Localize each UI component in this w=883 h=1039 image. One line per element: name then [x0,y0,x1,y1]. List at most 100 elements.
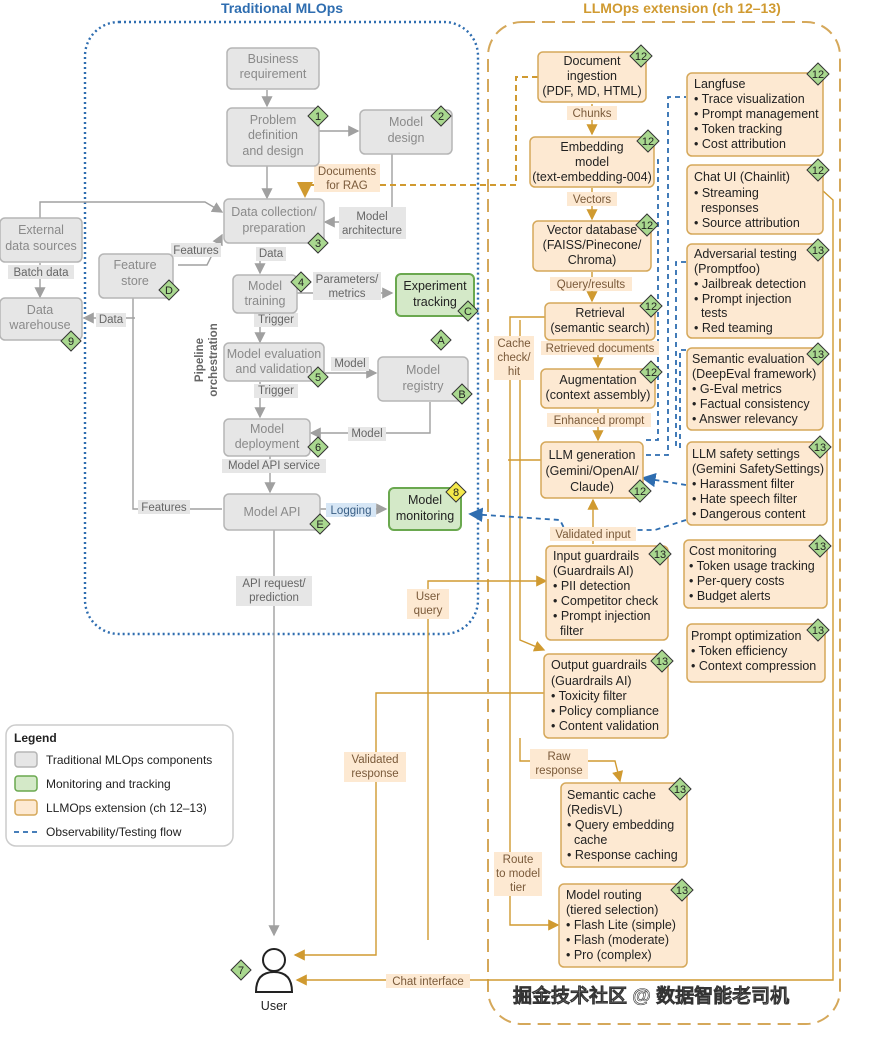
svg-text:• Dangerous content: • Dangerous content [692,507,806,521]
svg-text:• Flash (moderate): • Flash (moderate) [566,933,669,947]
legend-swatch-gray [14,751,38,768]
svg-text:and design: and design [242,144,303,158]
svg-text:• Jailbreak detection: • Jailbreak detection [694,277,806,291]
svg-text:• G-Eval metrics: • G-Eval metrics [692,382,782,396]
legend-swatch-green [14,775,38,792]
svg-text:Retrieval: Retrieval [575,306,624,320]
svg-text:• Budget alerts: • Budget alerts [689,589,771,603]
svg-text:• Factual consistency: • Factual consistency [692,397,810,411]
svg-text:registry: registry [403,379,445,393]
svg-text:(Gemini SafetySettings): (Gemini SafetySettings) [692,462,824,476]
node-model-routing: Model routing (tiered selection) • Flash… [558,883,688,968]
label-chunks: Chunks [573,108,612,120]
node-llm-generation: LLM generation (Gemini/OpenAI/ Claude) [540,441,644,499]
svg-text:(Guardrails AI): (Guardrails AI) [553,564,634,578]
node-model-registry: Model registry [377,356,469,402]
svg-text:Langfuse: Langfuse [694,77,745,91]
svg-text:(RedisVL): (RedisVL) [567,803,623,817]
node-feature-store: Feature store [98,253,174,299]
badge-A: A [430,329,452,351]
badge-12-langfuse: 12 [806,62,830,86]
label-model-reg: Model [334,358,365,370]
svg-text:Model API: Model API [244,505,301,519]
svg-text:13: 13 [812,245,824,257]
legend-title: Legend [14,731,57,745]
label-model-api-service: Model API service [228,460,320,472]
svg-text:Embedding: Embedding [560,140,623,154]
svg-text:Data: Data [27,303,53,317]
label-docs-rag-2: for RAG [326,180,368,192]
svg-text:and validation: and validation [235,362,312,376]
node-retrieval: Retrieval (semantic search) [544,302,656,341]
svg-text:Model: Model [408,493,442,507]
svg-text:12: 12 [641,220,653,232]
svg-text:13: 13 [814,442,826,454]
svg-text:Feature: Feature [113,258,156,272]
label-model-architecture-2: architecture [342,225,402,237]
svg-text:13: 13 [654,549,666,561]
label-features-bottom: Features [141,502,187,514]
badge-12-retrieval: 12 [639,294,663,318]
node-embedding-model: Embedding model (text-embedding-004) [529,136,655,188]
label-validated-response-1: Validated [351,754,398,766]
svg-text:(text-embedding-004): (text-embedding-004) [532,170,652,184]
badge-13-adversarial: 13 [806,238,830,262]
svg-text:• Context compression: • Context compression [691,659,816,673]
svg-text:• Response caching: • Response caching [567,848,678,862]
label-pipeline-2: orchestration [208,323,220,397]
svg-text:Model: Model [248,279,282,293]
svg-text:Model: Model [406,363,440,377]
badge-13-safety: 13 [808,435,832,459]
svg-text:(DeepEval framework): (DeepEval framework) [692,367,816,381]
svg-text:• Cost attribution: • Cost attribution [694,137,786,151]
section-title-traditional: Traditional MLOps [221,0,343,16]
svg-text:(semantic search): (semantic search) [550,321,649,335]
svg-text:13: 13 [674,784,686,796]
svg-text:(PDF, MD, HTML): (PDF, MD, HTML) [542,84,641,98]
user-label: User [261,999,287,1013]
svg-text:tests: tests [694,306,727,320]
badge-5: 5 [307,366,329,388]
svg-text:A: A [437,335,445,347]
svg-text:store: store [121,274,149,288]
svg-text:(tiered selection): (tiered selection) [566,903,658,917]
svg-text:Problem: Problem [250,113,297,127]
label-raw-response-2: response [535,765,582,777]
label-user-query-1: User [416,591,440,603]
label-retrieved-docs: Retrieved documents [546,343,655,355]
svg-text:12: 12 [812,69,824,81]
label-cache-1: Cache [497,338,530,350]
svg-text:cache: cache [567,833,607,847]
svg-text:13: 13 [676,885,688,897]
gray-edge-labels: Model architecture Features Batch data D… [8,207,406,606]
svg-text:C: C [464,306,472,318]
legend-item-1: Traditional MLOps components [46,753,212,767]
label-enhanced-prompt: Enhanced prompt [554,415,646,427]
svg-text:Vector database: Vector database [547,223,637,237]
badge-13-cache: 13 [668,777,692,801]
svg-text:12: 12 [642,136,654,148]
node-model-deployment: Model deployment [223,418,311,457]
node-external-data-sources: External data sources [0,217,83,263]
node-problem-definition: Problem definition and design [226,107,320,167]
svg-text:• Query embedding: • Query embedding [567,818,674,832]
svg-text:D: D [165,285,173,297]
label-model-dep: Model [351,428,382,440]
svg-text:Document: Document [564,54,621,68]
svg-text:• Red teaming: • Red teaming [694,321,773,335]
label-logging: Logging [331,505,372,517]
svg-text:(FAISS/Pinecone/: (FAISS/Pinecone/ [543,238,642,252]
svg-text:Augmentation: Augmentation [559,373,636,387]
svg-text:tracking: tracking [413,295,457,309]
svg-text:(Promptfoo): (Promptfoo) [694,262,760,276]
svg-text:• Token usage tracking: • Token usage tracking [689,559,815,573]
svg-text:• Toxicity filter: • Toxicity filter [551,689,627,703]
node-vector-database: Vector database (FAISS/Pinecone/ Chroma) [532,220,652,272]
svg-text:Chat UI (Chainlit): Chat UI (Chainlit) [694,170,790,184]
svg-text:data sources: data sources [5,239,77,253]
node-llm-safety: LLM safety settings (Gemini SafetySettin… [686,441,828,526]
svg-text:Data collection/: Data collection/ [231,205,317,219]
label-batch-data: Batch data [14,267,70,279]
label-query-results: Query/results [557,279,626,291]
